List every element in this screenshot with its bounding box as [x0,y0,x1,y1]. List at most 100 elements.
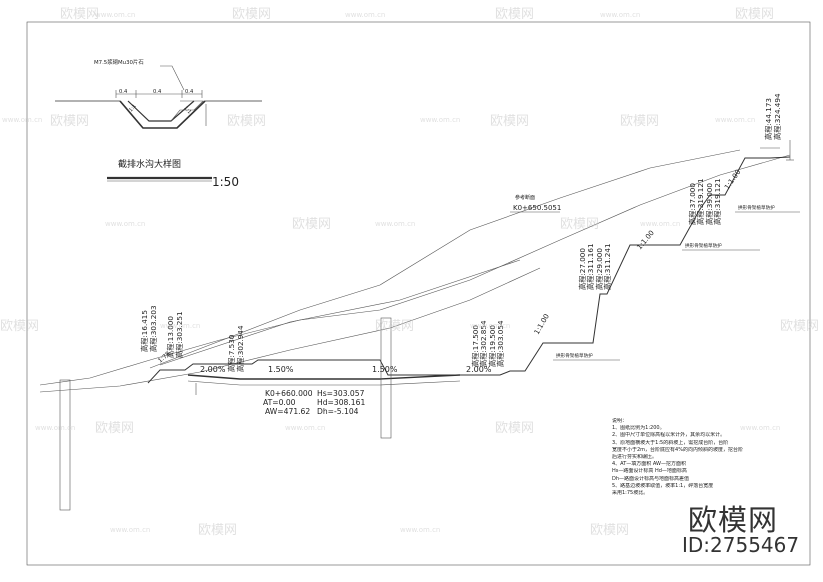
elev-l3: 高程:13.000 [166,316,175,358]
note-item-6: 4、AT—填方面积 AW—挖方面积 [612,461,686,468]
dim-side-right: 1:1 [183,105,193,115]
hs-value: Hs=303.057 [317,389,365,398]
note-item-1: 1、图纸比例为1:200。 [612,425,665,432]
watermark-url: www.om.cn [110,526,150,534]
elev-a1: 高程:37.000 [688,183,697,225]
grade-4: 2.00% [466,365,492,374]
watermark-layer: 欧模网 欧模网 欧模网 欧模网 欧模网 欧模网 欧模网 欧模网 欧模网 欧模网 … [0,7,819,538]
aw-value: AW=471.62 [265,407,310,416]
protect-callout-1: 拱形骨架植草防护 [556,352,593,359]
elev-a4: 高程:319.121 [713,178,722,225]
note-item-8: Dh—路面设计标高与地面标高差值 [612,475,690,482]
watermark-url: www.om.cn [105,220,145,228]
watermark-url: www.om.cn [35,424,75,432]
dim-top-right: 0.4 [185,89,194,95]
ref-station-title: 参考断面 [515,194,535,201]
material-label: M7.5浆砌Mu30片石 [94,58,144,66]
brand-watermark: 欧模网 [688,503,779,537]
slope-reference-line [149,149,741,369]
elev-l4: 高程:303.251 [175,311,184,358]
watermark-brand: 欧模网 [375,319,414,334]
station-label: K0+660.000 [265,389,313,398]
elev-top-1: 高程:44.173 [764,98,773,140]
watermark-brand: 欧模网 [50,114,89,129]
grade-3: 1.50% [372,365,398,374]
slope-reference-line-2 [159,259,521,366]
watermark-brand: 欧模网 [780,319,819,334]
ditch-detail: M7.5浆砌Mu30片石 0.4 0.4 0.4 1:1 1:1 截排水沟大样图… [55,58,262,189]
notes-title: 说明： [612,418,628,424]
watermark-brand: 欧模网 [560,217,599,232]
note-item-9: 5、路基边坡坡率取值，坡率1:1，碎落台宽度 [612,482,714,489]
design-notes: 说明： 1、图纸比例为1:200。 2、图中尺寸单位除高程以米计外，其余均以米计… [612,418,802,497]
watermark-brand: 欧模网 [620,114,659,129]
watermark-brand: 欧模网 [292,217,331,232]
watermark-brand: 欧模网 [95,421,134,436]
protect-callout-3: 拱形骨架植草防护 [738,204,775,211]
watermark-url: www.om.cn [470,322,510,330]
note-item-10: 采用1:75坡比。 [612,490,649,497]
dim-top-left: 0.4 [119,89,128,95]
elev-c3: 高程:19.500 [488,325,497,367]
elev-c4: 高程:303.054 [496,320,505,367]
watermark-url: www.om.cn [420,116,460,124]
watermark-brand: 欧模网 [590,523,629,538]
watermark-brand: 欧模网 [232,7,271,22]
hd-value: Hd=308.161 [317,398,365,407]
elev-b2: 高程:311.161 [586,243,595,290]
dim-top-mid: 0.4 [153,89,162,95]
ratio-3: 1:1.00 [723,168,742,191]
watermark-brand: 欧模网 [490,114,529,129]
elev-l2: 高程:303.203 [149,305,158,352]
watermark-url: www.om.cn [740,424,780,432]
ratio-2: 1:1.00 [635,229,656,251]
watermark-brand: 欧模网 [735,7,774,22]
drawing-frame [26,21,811,566]
detail-scale: 1:50 [212,175,239,189]
watermark-url: www.om.cn [160,322,200,330]
protect-callout-2: 拱形骨架植草防护 [685,242,722,249]
note-item-2: 2、图中尺寸单位除高程以米计外，其余均以米计。 [612,432,726,439]
watermark-brand: 欧模网 [198,523,237,538]
at-value: AT=0.00 [263,398,296,407]
note-item-4: 宽度不小于2m，台阶底应有4%的向内倾斜的坡度，挖台阶 [612,446,743,453]
watermark-url: www.om.cn [600,11,640,19]
borehole-mid [380,317,392,439]
ratio-1: 1:1.00 [533,313,551,336]
watermark-brand: 欧模网 [227,114,266,129]
watermark-url: www.om.cn [285,424,325,432]
detail-title: 截排水沟大样图 [118,158,181,170]
ditch-lining [170,100,204,122]
roadway-surface [187,374,461,380]
original-ground-line [39,154,791,386]
elev-a3: 高程:39.000 [705,183,714,225]
elev-b1: 高程:27.000 [578,248,587,290]
elev-l6: 高程:302.944 [236,325,245,372]
roadway-base [187,380,461,386]
watermark-brand: 欧模网 [495,7,534,22]
watermark-brand: 欧模网 [60,7,99,22]
note-item-7: Hs—路面设计标高 Hd—地面标高 [612,468,687,475]
elev-b4: 高程:311.241 [603,243,612,290]
grade-2: 1.50% [268,365,294,374]
elev-a2: 高程:319.121 [696,178,705,225]
elev-b3: 高程:29.000 [595,248,604,290]
elev-c1: 高程:17.500 [471,325,480,367]
elev-top-2: 高程:324.494 [773,93,782,140]
note-item-3: 3、原地面横坡大于1:5的斜坡上，需挖成台阶，台阶 [612,439,729,446]
watermark-brand: 欧模网 [495,421,534,436]
dh-value: Dh=-5.104 [317,407,359,416]
design-slope-profile [147,156,791,384]
material-leader [160,65,185,91]
watermark-url: www.om.cn [2,116,42,124]
ditch-inner [127,100,195,122]
grade-1: 2.00% [200,365,226,374]
watermark-url: www.om.cn [345,11,385,19]
watermark-url: www.om.cn [715,116,755,124]
watermark-brand: 欧模网 [0,319,39,334]
watermark-url: www.om.cn [400,526,440,534]
elev-l5: 高程:7.530 [227,334,236,372]
ditch-outer [119,100,206,129]
watermark-url: www.om.cn [95,11,135,19]
